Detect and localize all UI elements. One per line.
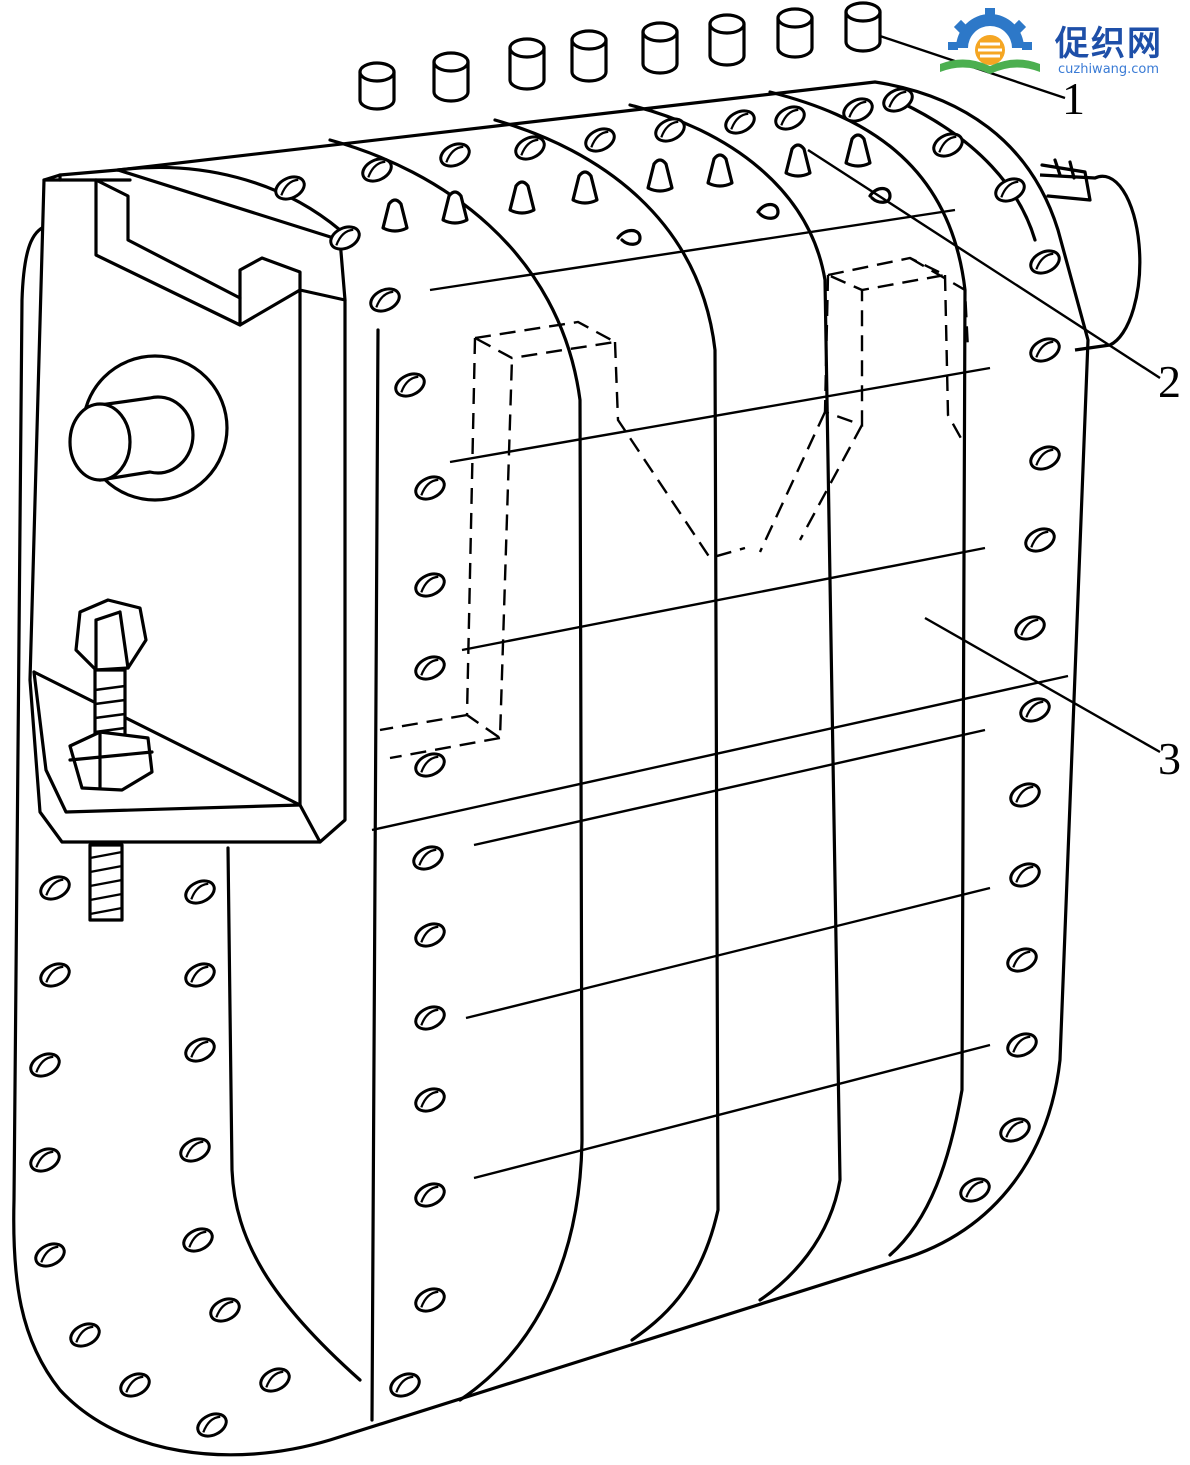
gear-book-icon bbox=[940, 8, 1040, 74]
pin bbox=[776, 7, 814, 59]
rivet-hole bbox=[29, 1052, 61, 1078]
rivet-hole bbox=[1014, 615, 1046, 641]
rivet-hole bbox=[414, 1182, 446, 1208]
callout-1: 1 bbox=[1062, 73, 1085, 124]
rivet-hole bbox=[1029, 337, 1061, 363]
pin bbox=[570, 29, 608, 83]
rivet-hole bbox=[414, 1287, 446, 1313]
rivet-hole bbox=[119, 1372, 151, 1398]
rivet-hole bbox=[394, 372, 426, 398]
rivet-hole bbox=[654, 117, 686, 143]
pin bbox=[508, 37, 546, 91]
rivet-hole bbox=[414, 572, 446, 598]
clip bbox=[784, 143, 812, 178]
watermark-brand: 促织网 bbox=[1055, 24, 1163, 64]
rivet-hole bbox=[184, 879, 216, 905]
rivet-hole bbox=[69, 1322, 101, 1348]
rivet-hole bbox=[439, 142, 471, 168]
rivet-hole bbox=[209, 1297, 241, 1323]
rivet-hole bbox=[39, 875, 71, 901]
rivet-hole bbox=[259, 1367, 291, 1393]
pin bbox=[708, 13, 746, 67]
rivet-hole bbox=[959, 1177, 991, 1203]
rivet-hole bbox=[184, 962, 216, 988]
rivet-hole bbox=[414, 752, 446, 778]
rivet-hole bbox=[1009, 862, 1041, 888]
rivet-hole bbox=[274, 175, 306, 201]
rivet-hole bbox=[1006, 947, 1038, 973]
clip-row bbox=[381, 133, 872, 233]
rivet-hole bbox=[414, 1005, 446, 1031]
rivet-hole bbox=[1006, 1032, 1038, 1058]
rivet-hole bbox=[999, 1117, 1031, 1143]
rivet-hole bbox=[1029, 445, 1061, 471]
rivet-hole bbox=[414, 1087, 446, 1113]
callout-2: 2 bbox=[1158, 356, 1181, 407]
clip bbox=[381, 198, 409, 233]
clip bbox=[646, 158, 674, 193]
rivet-hole bbox=[182, 1227, 214, 1253]
mounting-bracket bbox=[28, 168, 347, 922]
clip bbox=[844, 133, 872, 168]
rivet-hole bbox=[932, 132, 964, 158]
callout-3: 3 bbox=[1158, 733, 1181, 784]
rivet-hole bbox=[882, 87, 914, 113]
rivet-hole bbox=[774, 105, 806, 131]
rivet-hole bbox=[1024, 527, 1056, 553]
clip bbox=[571, 170, 599, 205]
rivet-hole bbox=[179, 1137, 211, 1163]
rivet-hole bbox=[1009, 782, 1041, 808]
rivet-hole bbox=[724, 109, 756, 135]
rivet-hole bbox=[196, 1412, 228, 1438]
rivet-hole bbox=[514, 135, 546, 161]
rivet-hole bbox=[414, 922, 446, 948]
rivet-hole bbox=[584, 127, 616, 153]
rivet-hole bbox=[1019, 697, 1051, 723]
pin bbox=[432, 51, 470, 103]
rivet-hole bbox=[1029, 249, 1061, 275]
rivet-hole bbox=[842, 97, 874, 123]
hooks bbox=[616, 186, 892, 246]
rivet-hole bbox=[412, 845, 444, 871]
rivet-hole bbox=[39, 962, 71, 988]
rivet-hole bbox=[414, 655, 446, 681]
rivet-hole bbox=[369, 287, 401, 313]
pin bbox=[844, 1, 882, 53]
rivet-hole bbox=[414, 475, 446, 501]
rivet-hole bbox=[184, 1037, 216, 1063]
rivet-hole bbox=[361, 157, 393, 183]
rivet-hole bbox=[329, 225, 361, 251]
rivet-hole bbox=[389, 1372, 421, 1398]
pin-row bbox=[358, 1, 882, 111]
watermark-url: cuzhiwang.com bbox=[1058, 62, 1160, 77]
shaft-stub bbox=[1039, 158, 1142, 352]
pin bbox=[358, 61, 396, 111]
clip bbox=[441, 190, 469, 225]
clip bbox=[706, 153, 734, 188]
clip bbox=[508, 180, 536, 215]
rivet-hole bbox=[29, 1147, 61, 1173]
pin bbox=[641, 21, 679, 75]
rivet-hole bbox=[994, 177, 1026, 203]
rivet-hole bbox=[34, 1242, 66, 1268]
rivet-holes bbox=[29, 87, 1061, 1438]
